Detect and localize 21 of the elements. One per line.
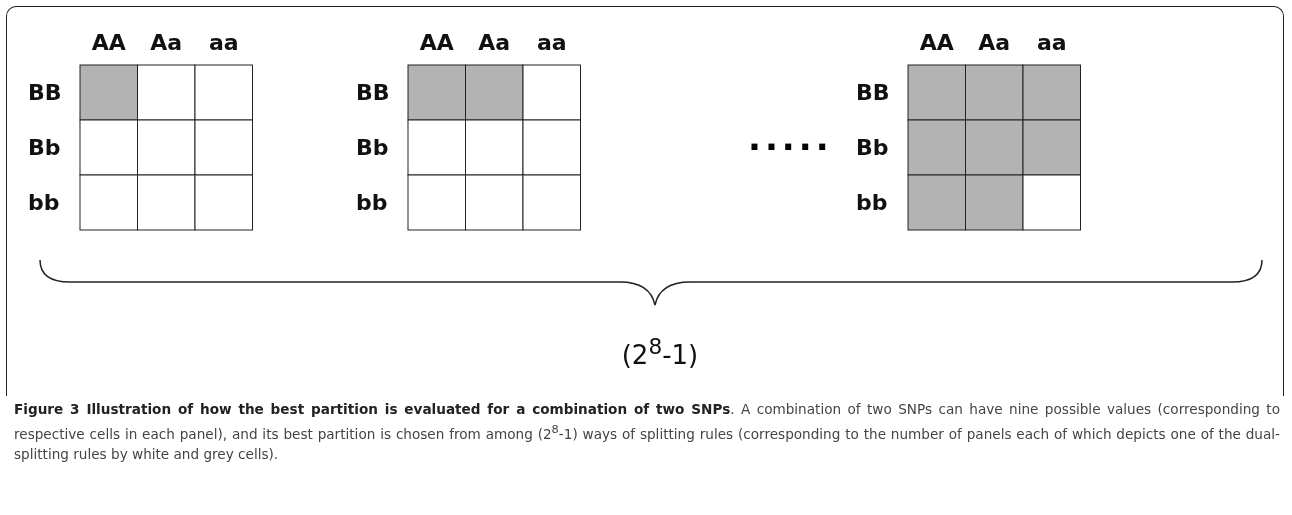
column-header: AA [918, 30, 955, 56]
row-header: Bb [356, 134, 390, 161]
row-header: Bb [28, 134, 62, 161]
row-header: Bb [856, 134, 890, 161]
column-header: Aa [477, 30, 512, 56]
column-header: aa [535, 30, 568, 56]
column-header: Aa [149, 30, 184, 56]
column-header: AA [90, 30, 127, 56]
row-header: BB [856, 79, 891, 106]
column-header: Aa [977, 30, 1012, 56]
row-header: bb [28, 189, 61, 216]
column-header: aa [1035, 30, 1068, 56]
row-header: BB [356, 79, 391, 106]
row-header: bb [356, 189, 389, 216]
figure-caption: Figure 3 Illustration of how the best partition is evaluated for a combination of two SNPs. A combination of two SNPs can have nine possible values (corresponding to respective cells in each panel), and its best partition is chosen from among (2$^{8}$-1) ways of splitting rules (corresponding to the number of panels each of which depicts one of the dual-splitting rules by white and grey cells). [14, 400, 1280, 464]
column-header: AA [418, 30, 455, 56]
row-header: bb [856, 189, 889, 216]
row-header: BB [28, 79, 63, 106]
formula-label: (2$^{8}$-1) [620, 333, 700, 372]
column-header: aa [207, 30, 240, 56]
ellipsis-dots: ····· [748, 130, 833, 164]
